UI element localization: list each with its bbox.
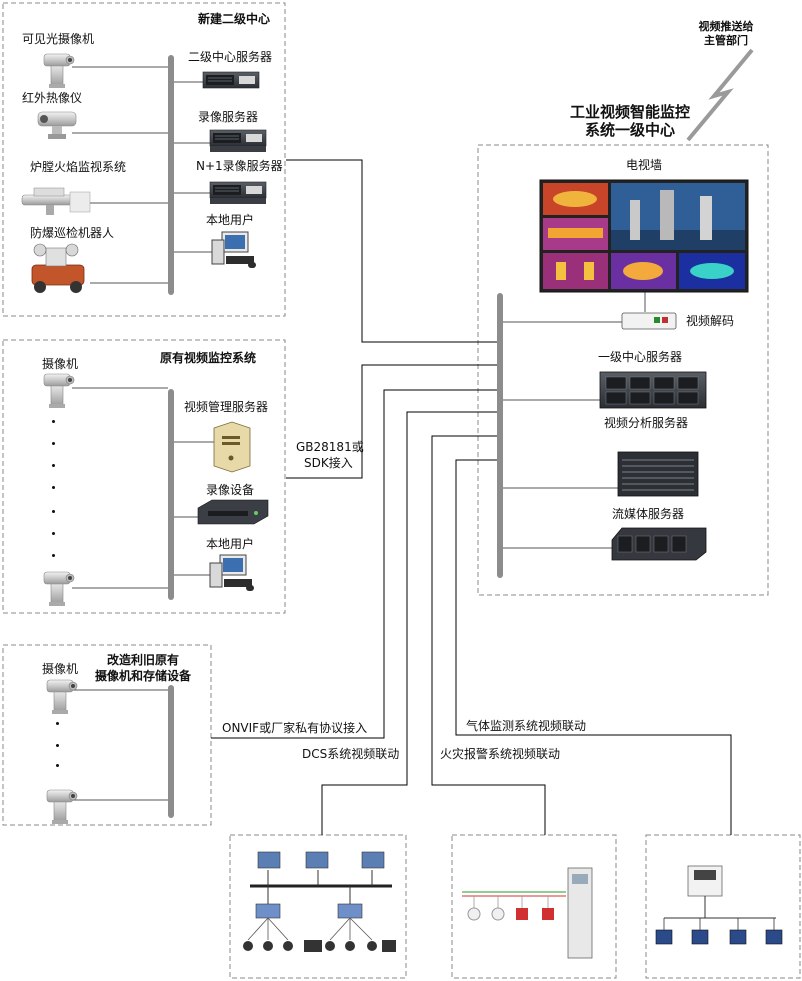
trunk-retrofit [211, 389, 497, 739]
n1-recording-server-icon [209, 181, 267, 204]
dcs-box [229, 834, 407, 979]
video-decode-label: 视频解码 [686, 314, 735, 328]
furnace-camera-icon [21, 187, 91, 215]
trunk-fire [431, 435, 546, 835]
ellipsis-dot [52, 554, 55, 557]
camera-icon-top [43, 373, 75, 409]
infrared-camera-icon [37, 111, 77, 139]
interface-label-2: SDK接入 [304, 456, 353, 470]
trunk-gas [455, 459, 732, 835]
ellipsis-dot [52, 464, 55, 467]
video-wall [539, 179, 749, 293]
ellipsis-dot [52, 486, 55, 489]
dcs-diagram [243, 851, 396, 952]
gas-box [645, 834, 801, 979]
vms-server-label: 视频管理服务器 [184, 400, 269, 414]
analysis-server-label: 视频分析服务器 [604, 416, 689, 430]
fire-linkage-label: 火灾报警系统视频联动 [440, 747, 561, 761]
interface-label-1: GB28181或 [296, 440, 364, 454]
recorder-label: 录像设备 [206, 483, 255, 497]
lightning-icon [686, 48, 754, 142]
analysis-server-icon [617, 451, 699, 497]
gas-linkage-label: 气体监测系统视频联动 [466, 719, 587, 733]
camera-label: 摄像机 [42, 357, 79, 371]
visible-camera-label: 可见光摄像机 [22, 32, 95, 46]
recorder-icon [197, 499, 269, 525]
infrared-camera-label: 红外热像仪 [22, 91, 83, 105]
camera-icon-bottom [43, 571, 75, 607]
local-user-pc-icon [211, 231, 257, 269]
retrofit-title-1: 改造利旧原有 [107, 653, 180, 667]
trunk-dcs [321, 411, 497, 835]
local-user-label-2: 本地用户 [206, 537, 255, 551]
video-wall-label: 电视墙 [626, 158, 663, 172]
stream-server-icon [611, 527, 707, 561]
new-center-box [2, 2, 286, 317]
retrofit-camera-icon-bottom [46, 789, 78, 825]
stream-server-label: 流媒体服务器 [612, 507, 685, 521]
local-user-label: 本地用户 [206, 213, 255, 227]
trunk-new-center [286, 159, 497, 343]
ellipsis-dot [56, 744, 59, 747]
dcs-linkage-label: DCS系统视频联动 [302, 747, 400, 761]
secondary-server-label: 二级中心服务器 [188, 50, 273, 64]
ellipsis-dot [52, 510, 55, 513]
secondary-server-icon [202, 71, 260, 89]
center-title-2: 系统一级中心 [584, 121, 675, 139]
primary-server-icon [599, 371, 707, 409]
trunk-existing [286, 364, 497, 479]
existing-system-box [2, 339, 286, 614]
retrofit-box [2, 644, 212, 826]
retrofit-camera-icon-top [46, 679, 78, 715]
gas-monitor-diagram [655, 865, 783, 945]
ellipsis-dot [56, 722, 59, 725]
center-title-1: 工业视频智能监控 [569, 103, 690, 121]
furnace-system-label: 炉膛火焰监视系统 [30, 160, 127, 174]
retrofit-camera-label: 摄像机 [42, 662, 79, 676]
fire-box [451, 834, 617, 979]
robot-label: 防爆巡检机器人 [30, 226, 115, 240]
ellipsis-dot [52, 532, 55, 535]
visible-camera-icon [43, 53, 75, 89]
ellipsis-dot [52, 442, 55, 445]
local-user-pc-icon-2 [209, 554, 255, 592]
ellipsis-dot [56, 764, 59, 767]
n1-recording-server-label: N+1录像服务器 [196, 159, 283, 173]
existing-system-title: 原有视频监控系统 [160, 351, 257, 365]
primary-server-label: 一级中心服务器 [598, 350, 683, 364]
new-center-title: 新建二级中心 [198, 12, 271, 26]
push-label-2: 主管部门 [704, 34, 748, 47]
robot-icon [31, 243, 85, 293]
recording-server-icon [209, 129, 267, 152]
ellipsis-dot [52, 420, 55, 423]
protocol-label: ONVIF或厂家私有协议接入 [222, 721, 368, 735]
fire-alarm-diagram [462, 867, 593, 959]
video-decoder-icon [621, 312, 677, 330]
center-box [477, 144, 769, 596]
push-label-1: 视频推送给 [698, 20, 754, 33]
retrofit-title-2: 摄像机和存储设备 [95, 669, 192, 683]
recording-server-label: 录像服务器 [198, 110, 259, 124]
vms-server-icon [213, 421, 251, 473]
